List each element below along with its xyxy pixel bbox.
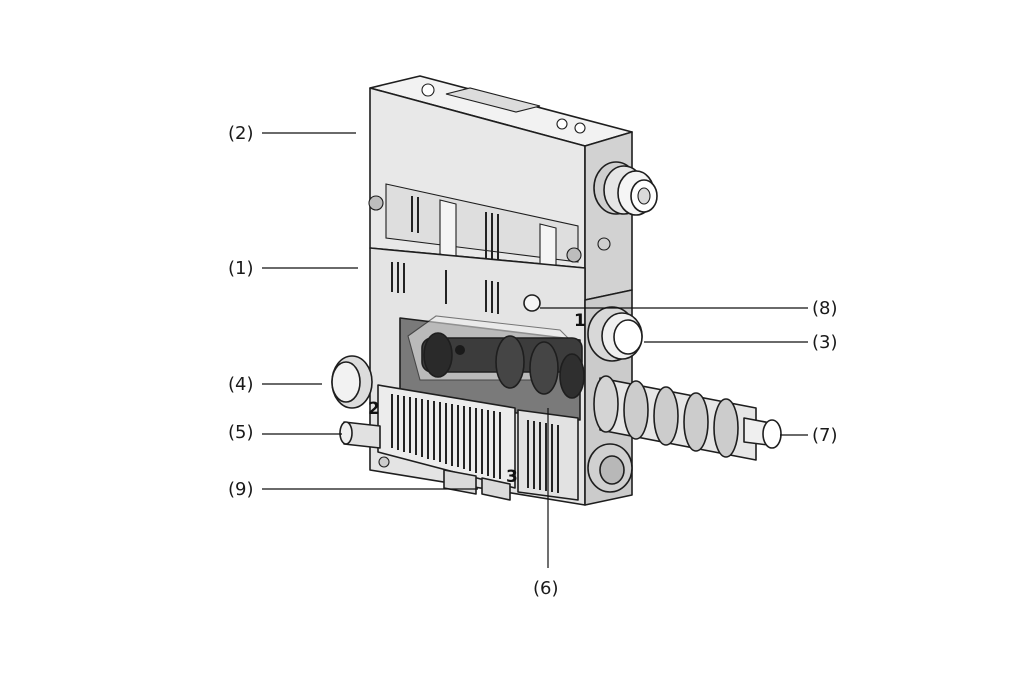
callout-2: (2) (228, 123, 356, 144)
port-mark-1: 1 (574, 311, 586, 331)
electrical-connector-icon (593, 161, 658, 216)
upper-module-side (584, 131, 633, 301)
callout-6: (6) (533, 408, 559, 599)
callout-label-1: (1) (228, 258, 254, 279)
left-port-fitting (331, 355, 373, 409)
callout-label-9: (9) (228, 479, 254, 500)
callout-label-8: (8) (812, 298, 838, 319)
callout-label-6: (6) (533, 578, 559, 599)
upper-vents (411, 196, 499, 264)
callout-5: (5) (228, 422, 342, 443)
callout-8: (8) (540, 298, 838, 319)
callout-7: (7) (780, 425, 838, 446)
callout-1: (1) (228, 258, 358, 279)
callout-label-7: (7) (812, 425, 838, 446)
base-vents (391, 394, 501, 479)
valve-device: 1 2 3 (331, 75, 782, 506)
callout-3: (3) (644, 332, 838, 353)
callout-4: (4) (228, 374, 322, 395)
callout-label-2: (2) (228, 123, 254, 144)
port-fitting (587, 306, 643, 362)
callout-label-4: (4) (228, 374, 254, 395)
valve-spool (421, 332, 585, 399)
port-mark-2: 2 (368, 399, 380, 419)
silencer-icon (593, 375, 782, 461)
callout-label-3: (3) (812, 332, 838, 353)
callout-label-5: (5) (228, 422, 254, 443)
callout-9: (9) (228, 479, 478, 500)
lower-vents (391, 262, 499, 314)
port-mark-3: 3 (506, 467, 518, 487)
callouts: (2) (1) (4) (5) (9) (8) (3) (7) (228, 123, 838, 599)
